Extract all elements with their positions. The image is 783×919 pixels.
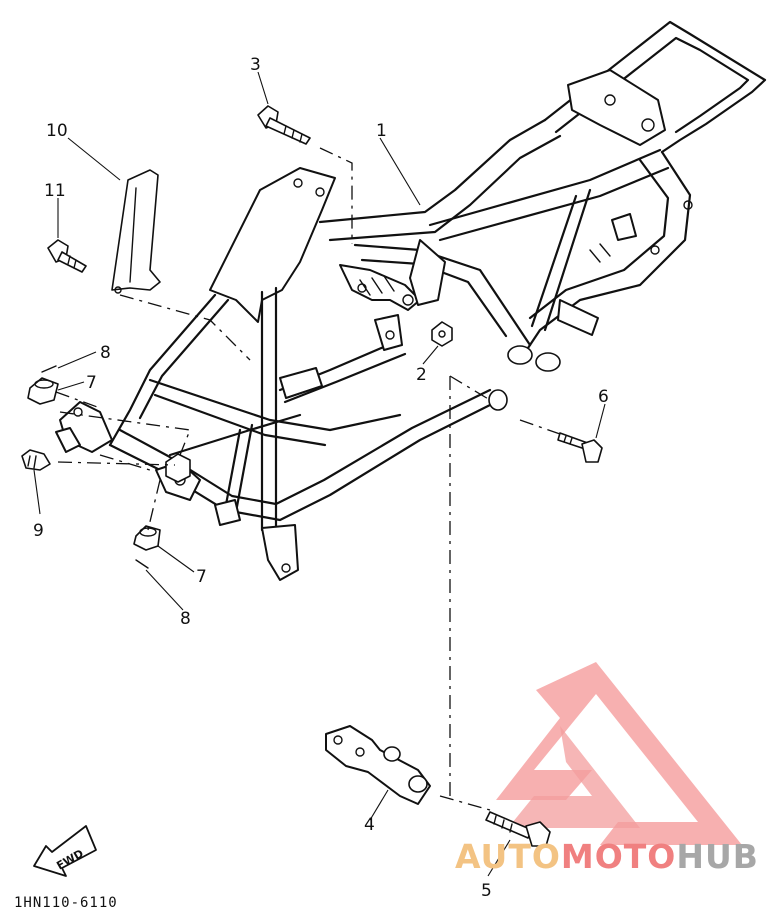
part-number-11: 11 xyxy=(44,181,66,201)
part-number-8-upper: 8 xyxy=(100,343,111,363)
watermark-inner-mark-icon xyxy=(508,726,640,828)
bolt-part-5 xyxy=(485,811,551,847)
watermark-word-auto: AUTO xyxy=(455,837,561,876)
part-number-5: 5 xyxy=(481,881,492,901)
part-number-labels: 1 2 3 4 5 6 7 7 8 8 9 10 11 xyxy=(33,55,609,901)
part-number-8-lower: 8 xyxy=(180,609,191,629)
damper-part-9 xyxy=(21,449,51,471)
part-number-1: 1 xyxy=(376,121,387,141)
drawing-code: 1HN110-6110 xyxy=(14,895,118,911)
engine-bracket-part-4 xyxy=(325,725,431,805)
rubber-part-7-lower xyxy=(133,525,161,551)
part-number-6: 6 xyxy=(598,387,609,407)
bolt-part-6 xyxy=(557,432,603,463)
watermark-word-moto: MOTO xyxy=(561,837,676,876)
watermark-logo xyxy=(496,662,742,845)
assembly-lines xyxy=(55,147,561,811)
main-frame-drawing xyxy=(55,20,767,581)
part-number-7-upper: 7 xyxy=(86,373,97,393)
watermark-word-hub: HUB xyxy=(676,837,759,876)
fwd-arrow-icon xyxy=(33,825,97,877)
leader-lines xyxy=(33,71,606,877)
part-number-3: 3 xyxy=(250,55,261,75)
bolt-part-11 xyxy=(47,239,87,273)
nut-part-2 xyxy=(431,321,453,347)
part-number-4: 4 xyxy=(364,815,375,835)
watermark-wordmark: AUTOMOTOHUB xyxy=(455,837,759,876)
bolt-part-3 xyxy=(257,105,311,145)
part-number-2: 2 xyxy=(416,365,427,385)
svg-text:AUTOMOTOHUB: AUTOMOTOHUB xyxy=(455,837,759,876)
bracket-part-10 xyxy=(111,169,161,294)
frame-damper-mount xyxy=(165,453,191,483)
rubber-part-7-upper xyxy=(27,377,59,405)
clip-part-8-upper xyxy=(41,365,57,373)
forward-direction-arrow: FWD xyxy=(33,825,97,877)
part-number-10: 10 xyxy=(46,121,68,141)
part-number-9: 9 xyxy=(33,521,44,541)
clip-part-8-lower xyxy=(135,559,149,569)
part-number-7-lower: 7 xyxy=(196,567,207,587)
